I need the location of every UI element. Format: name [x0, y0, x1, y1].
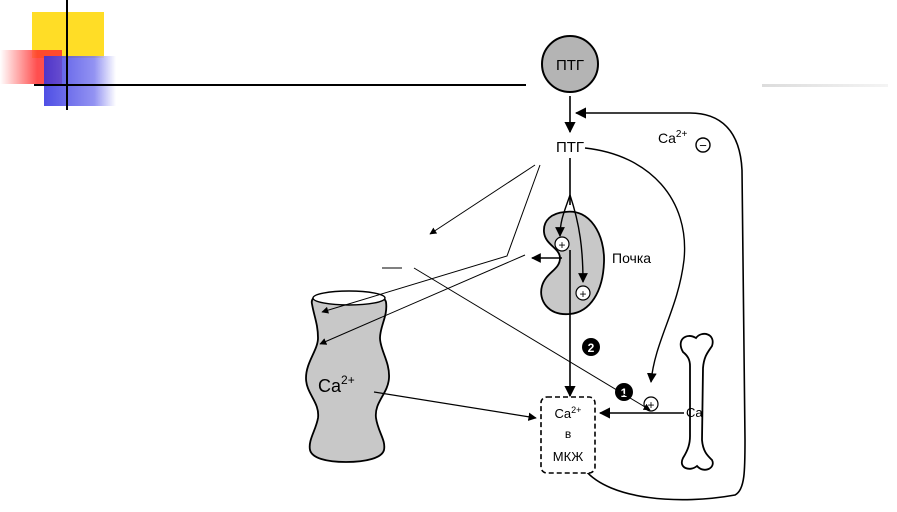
deco-vertical-line: [66, 0, 68, 110]
svg-text:+: +: [579, 287, 586, 301]
feedback-loop-line: [574, 107, 746, 501]
bone-ca-label: Ca: [686, 405, 703, 420]
kidney-inner-arrow-right: [569, 194, 588, 283]
minus-icon: −: [695, 137, 711, 153]
kidney-plus-bottom-icon: +: [575, 285, 591, 301]
svg-text:1: 1: [621, 386, 628, 400]
kidney-inner-arrow-left: [555, 194, 571, 237]
intestine-top-opening: [312, 290, 386, 306]
ptg-to-gut-upper-line: [321, 164, 541, 314]
ecf-name-label: МКЖ: [553, 449, 583, 464]
intestine-shape: [305, 291, 390, 463]
gut-to-bone-line: [413, 267, 651, 411]
step-two-badge: 2: [582, 338, 600, 356]
deco-horizontal-fade: [762, 84, 888, 87]
ecf-in-label: в: [565, 427, 571, 441]
ecf-box: [540, 396, 596, 474]
ecf-ca-label: Ca2+: [555, 405, 582, 421]
kidney-plus-top-icon: +: [554, 236, 570, 252]
bone-plus-icon: +: [643, 396, 659, 412]
deco-blue-square: [44, 56, 116, 106]
gut-ca-label: Ca2+: [318, 373, 355, 396]
ptg-gland-circle: ПТГ: [541, 35, 599, 93]
svg-text:+: +: [647, 398, 654, 412]
deco-horizontal-line: [34, 84, 526, 86]
ptg-circle-label: ПТГ: [556, 57, 584, 74]
svg-text:+: +: [558, 238, 565, 252]
bone-shape: [679, 332, 714, 471]
ptg-to-left-arrow: [429, 164, 536, 235]
svg-text:2: 2: [588, 341, 595, 355]
ptg-to-bone-arrow: [584, 147, 686, 383]
svg-text:−: −: [699, 138, 707, 153]
ptg-to-gut-lower-line: [319, 254, 526, 345]
kidney-shape: [540, 210, 605, 315]
kidney-label: Почка: [612, 250, 651, 266]
ptg-label: ПТГ: [556, 139, 584, 156]
gut-to-ecf-arrow: [373, 391, 537, 421]
feedback-ca-label: Ca2+: [658, 129, 687, 146]
